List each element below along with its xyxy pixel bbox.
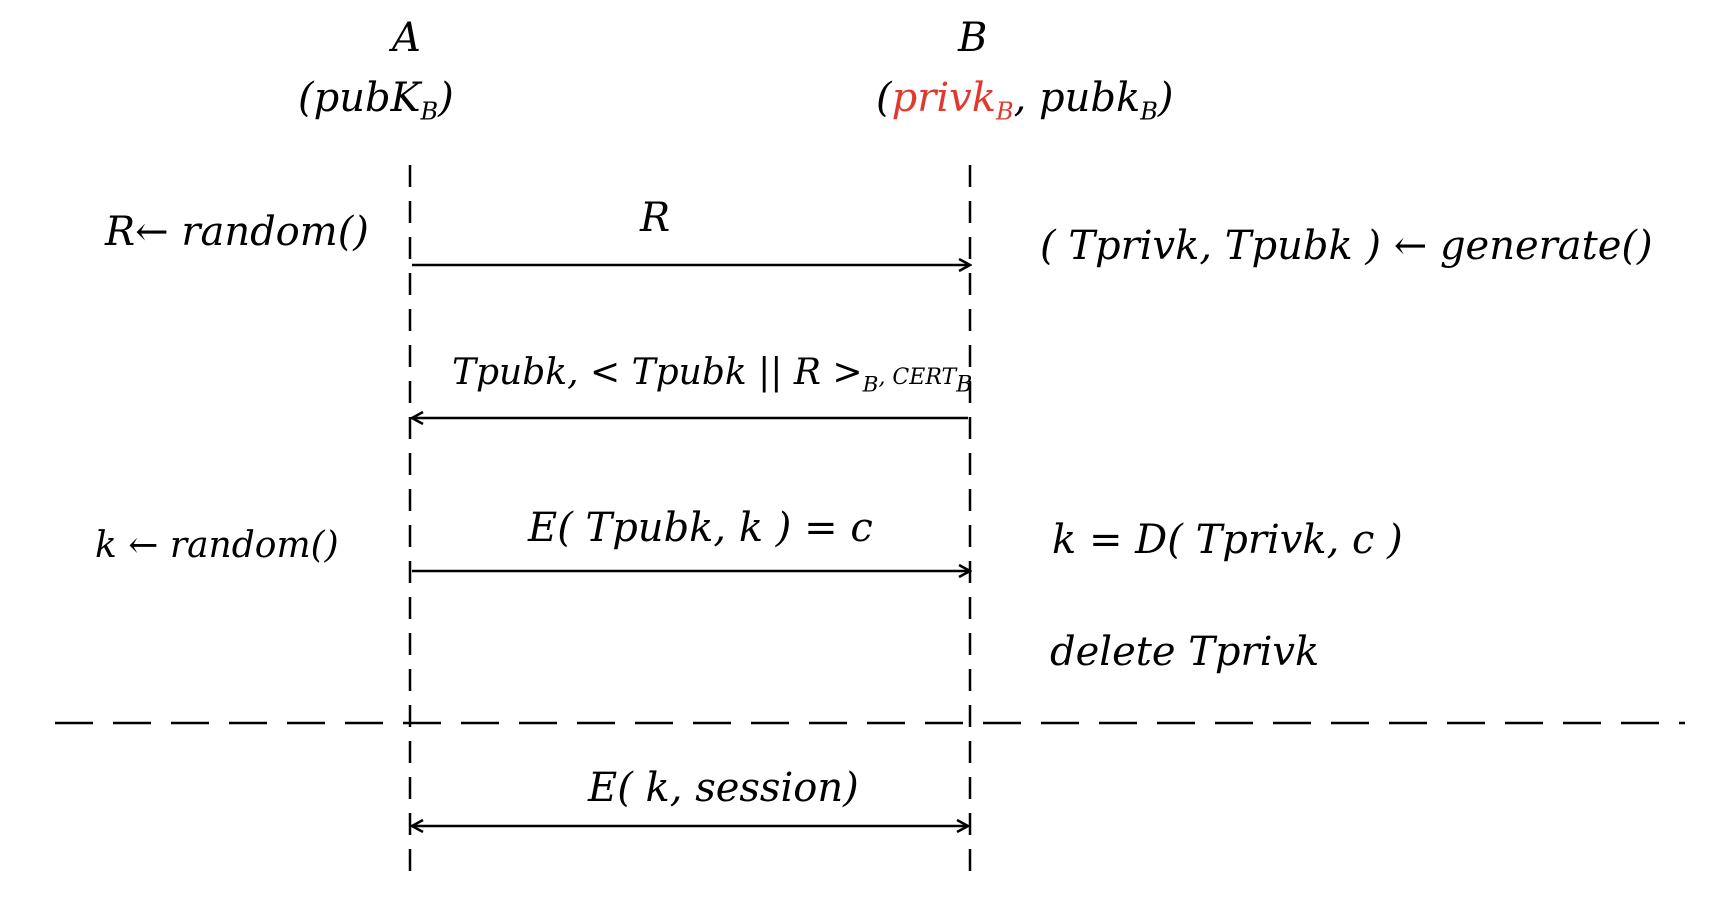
msg-sig-sub: B [862,372,879,398]
op-delete-tprivk: delete Tprivk [1050,629,1320,675]
op-decrypt-k: k = D( Tprivk, c ) [1052,517,1403,563]
op-generate-temp-keys: ( Tprivk, Tpubk ) ← generate() [1040,223,1653,269]
msg-encrypted-k-label: E( Tpubk, k ) = c [528,505,873,551]
msg-cert: , CERT [878,365,957,390]
participant-a-keys: (pubKB) [298,75,454,126]
participant-b-pubkey: pubk [1039,75,1141,121]
participant-b-keys: (privkB, pubkB) [876,75,1174,126]
op-k-random: k ← random() [95,525,339,566]
participant-a-key-sub: B [420,97,439,126]
participant-b-privkey: privk [891,75,996,121]
participant-b-pubkey-sub: B [1140,97,1158,126]
msg-r-label: R [640,195,671,241]
op-r-random: R← random() [105,209,369,255]
participant-b-privkey-sub: B [995,97,1014,126]
participant-b-sep: , [1013,75,1027,121]
participant-a-name: A [392,15,421,61]
participant-b-name: B [958,15,988,61]
msg-session-label: E( k, session) [588,765,859,811]
msg-tpubk-signed: Tpubk, < Tpubk || R > [452,352,863,393]
participant-a-key: pubK [313,75,421,121]
msg-tpubk-cert-label: Tpubk, < Tpubk || R >B, CERTB [452,355,972,397]
msg-cert-sub: B [956,372,973,398]
